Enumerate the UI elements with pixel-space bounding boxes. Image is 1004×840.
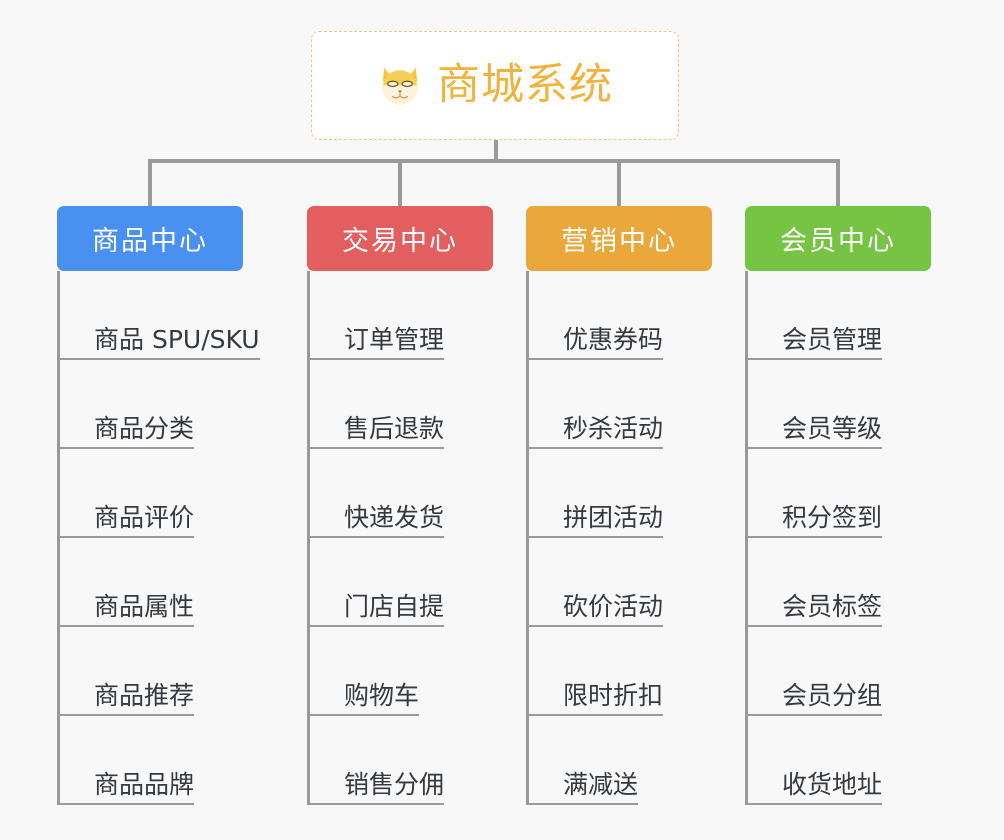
leaf-list-product-center: 商品 SPU/SKU 商品分类 商品评价 商品属性 商品推荐 商品品牌 [57,271,260,805]
column-header-member-center[interactable]: 会员中心 [745,206,931,271]
leaf-item[interactable]: 售后退款 [307,360,493,449]
leaf-label: 砍价活动 [563,592,664,627]
leaf-label: 门店自提 [344,592,445,627]
column-member-center: 会员中心 会员管理 会员等级 积分签到 会员标签 会员分组 收货地址 [745,206,931,805]
leaf-label: 销售分佣 [344,770,445,805]
leaf-label: 商品推荐 [94,681,195,716]
leaf-label: 积分签到 [782,503,883,538]
leaf-list-marketing-center: 优惠券码 秒杀活动 拼团活动 砍价活动 限时折扣 满减送 [526,271,712,805]
leaf-item[interactable]: 商品 SPU/SKU [57,271,260,360]
leaf-item[interactable]: 门店自提 [307,538,493,627]
leaf-item[interactable]: 商品评价 [57,449,260,538]
leaf-label: 会员等级 [782,414,883,449]
leaf-label: 订单管理 [344,325,445,360]
leaf-item[interactable]: 积分签到 [745,449,931,538]
connector-drop-3 [836,159,840,208]
root-title: 商城系统 [437,60,613,110]
leaf-label: 限时折扣 [563,681,664,716]
leaf-item[interactable]: 收货地址 [745,716,931,805]
connector-root-stem [494,140,498,161]
leaf-label: 商品评价 [94,503,195,538]
leaf-item[interactable]: 商品品牌 [57,716,260,805]
leaf-label: 秒杀活动 [563,414,664,449]
leaf-item[interactable]: 会员等级 [745,360,931,449]
leaf-item[interactable]: 订单管理 [307,271,493,360]
leaf-item[interactable]: 商品推荐 [57,627,260,716]
column-marketing-center: 营销中心 优惠券码 秒杀活动 拼团活动 砍价活动 限时折扣 满减送 [526,206,712,805]
leaf-label: 会员分组 [782,681,883,716]
leaf-list-trade-center: 订单管理 售后退款 快递发货 门店自提 购物车 销售分佣 [307,271,493,805]
column-trade-center: 交易中心 订单管理 售后退款 快递发货 门店自提 购物车 销售分佣 [307,206,493,805]
leaf-item[interactable]: 会员管理 [745,271,931,360]
leaf-item[interactable]: 会员分组 [745,627,931,716]
leaf-label: 商品属性 [94,592,195,627]
leaf-item[interactable]: 购物车 [307,627,493,716]
leaf-label: 收货地址 [782,770,883,805]
column-header-product-center[interactable]: 商品中心 [57,206,243,271]
leaf-item[interactable]: 会员标签 [745,538,931,627]
connector-drop-0 [148,159,152,208]
leaf-label: 会员标签 [782,592,883,627]
column-product-center: 商品中心 商品 SPU/SKU 商品分类 商品评价 商品属性 商品推荐 商品品牌 [57,206,260,805]
leaf-item[interactable]: 快递发货 [307,449,493,538]
leaf-label: 购物车 [344,681,420,716]
connector-drop-2 [617,159,621,208]
leaf-label: 快递发货 [344,503,445,538]
leaf-list-member-center: 会员管理 会员等级 积分签到 会员标签 会员分组 收货地址 [745,271,931,805]
shiba-dog-face-icon [382,66,418,105]
leaf-label: 商品 SPU/SKU [94,325,260,360]
leaf-item[interactable]: 拼团活动 [526,449,712,538]
column-header-trade-center[interactable]: 交易中心 [307,206,493,271]
leaf-item[interactable]: 销售分佣 [307,716,493,805]
leaf-item[interactable]: 商品属性 [57,538,260,627]
leaf-item[interactable]: 限时折扣 [526,627,712,716]
leaf-label: 商品分类 [94,414,195,449]
leaf-label: 会员管理 [782,325,883,360]
leaf-item[interactable]: 秒杀活动 [526,360,712,449]
leaf-label: 商品品牌 [94,770,195,805]
connector-drop-1 [398,159,402,208]
leaf-label: 满减送 [563,770,639,805]
leaf-item[interactable]: 优惠券码 [526,271,712,360]
column-header-marketing-center[interactable]: 营销中心 [526,206,712,271]
leaf-item[interactable]: 满减送 [526,716,712,805]
root-node[interactable]: 商城系统 [311,31,679,140]
leaf-label: 优惠券码 [563,325,664,360]
leaf-item[interactable]: 砍价活动 [526,538,712,627]
leaf-label: 拼团活动 [563,503,664,538]
leaf-label: 售后退款 [344,414,445,449]
connector-horizontal-bus [150,159,840,163]
leaf-item[interactable]: 商品分类 [57,360,260,449]
